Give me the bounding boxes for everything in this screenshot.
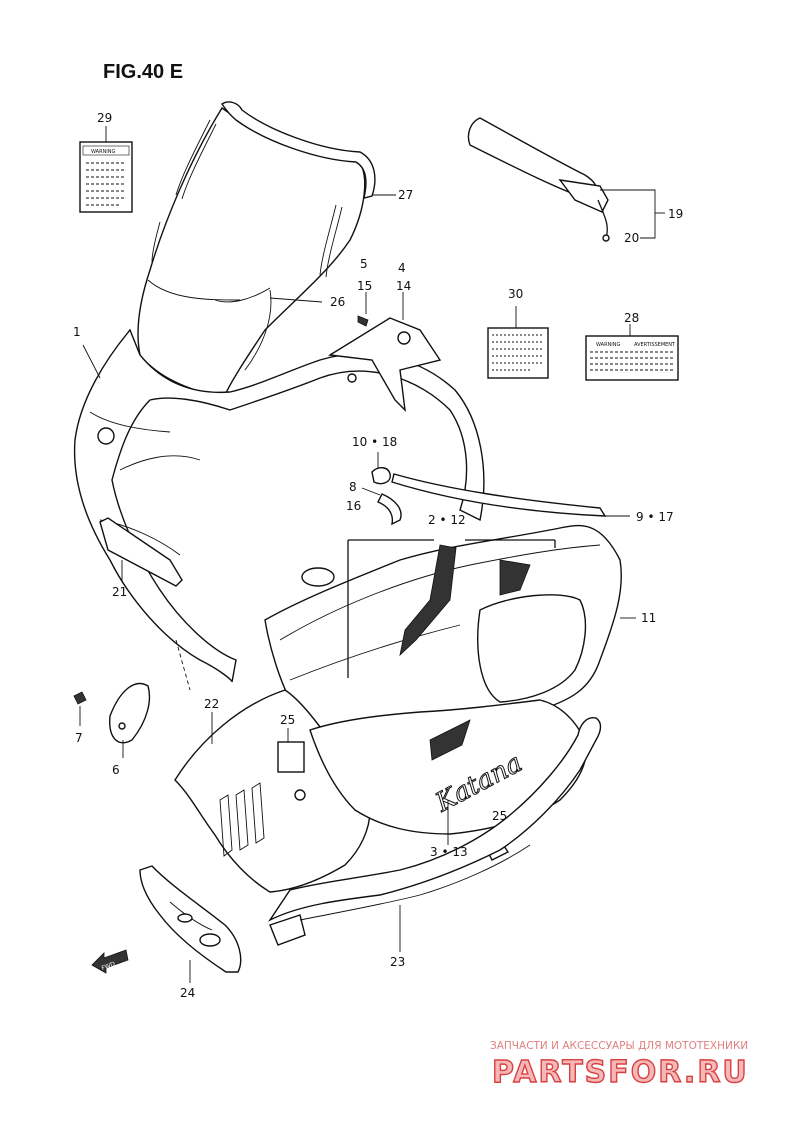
callout-24: 24 [180, 986, 195, 1000]
callout-27: 27 [398, 188, 413, 202]
decal-25-upper [277, 728, 305, 773]
warning-label-28: WARNING AVERTISSEMENT [585, 324, 679, 381]
callout-28: 28 [624, 311, 639, 325]
callout-10-18: 10 • 18 [352, 435, 397, 449]
callout-30: 30 [508, 287, 523, 301]
edge-strip-9-17 [391, 473, 630, 517]
inspection-cover-6 [109, 682, 151, 758]
warning-label-28-text-a: WARNING [596, 342, 621, 348]
fwd-label: FWD [101, 961, 117, 972]
bracket-14 [327, 292, 442, 412]
callout-20: 20 [624, 231, 639, 245]
callout-25-upper: 25 [280, 713, 295, 727]
callout-9-17: 9 • 17 [636, 510, 674, 524]
callout-23: 23 [390, 955, 405, 969]
watermark: ЗАПЧАСТИ И АКСЕССУАРЫ ДЛЯ МОТОТЕХНИКИ PA… [490, 1040, 749, 1091]
lower-panel-3-13: Katana [309, 699, 587, 845]
callout-29: 29 [97, 111, 112, 125]
screw-7 [73, 691, 87, 726]
callout-6: 6 [112, 763, 120, 777]
figure-title: FIG.40 E [103, 61, 183, 83]
callout-labels: 1 2 • 12 3 • 13 4 5 6 7 8 9 • 17 10 • 18… [73, 111, 683, 1000]
callout-8: 8 [349, 480, 357, 494]
callout-16: 16 [346, 499, 361, 513]
side-cowl-2-12 [264, 524, 636, 749]
callout-21: 21 [112, 585, 127, 599]
watermark-logo: PARTSFOR.RU [492, 1055, 749, 1090]
callout-25-lower: 25 [492, 809, 507, 823]
callout-11: 11 [641, 611, 656, 625]
warning-label-29: WARNING [79, 126, 133, 213]
side-trim-21 [99, 517, 183, 587]
inner-trim-19 [467, 117, 665, 242]
callout-15: 15 [357, 279, 372, 293]
callout-5: 5 [360, 257, 368, 271]
callout-19: 19 [668, 207, 683, 221]
under-cowl-23 [267, 717, 602, 952]
callout-4: 4 [398, 261, 406, 275]
callout-3-13: 3 • 13 [430, 845, 468, 859]
side-bracket-24 [139, 865, 242, 983]
callout-22: 22 [204, 697, 219, 711]
warning-label-28-text-b: AVERTISSEMENT [634, 342, 676, 348]
windscreen-trim-27 [221, 101, 396, 199]
callout-2-12: 2 • 12 [428, 513, 466, 527]
callout-7: 7 [75, 731, 83, 745]
watermark-tagline: ЗАПЧАСТИ И АКСЕССУАРЫ ДЛЯ МОТОТЕХНИКИ [490, 1040, 748, 1052]
grommet-8-16 [361, 487, 402, 526]
callout-1: 1 [73, 325, 81, 339]
info-label-30 [487, 306, 549, 379]
forward-arrow-icon: FWD [91, 949, 129, 974]
warning-label-29-text: WARNING [91, 149, 116, 155]
callout-26: 26 [330, 295, 345, 309]
clip-10-18 [371, 452, 391, 485]
callout-14: 14 [396, 279, 411, 293]
